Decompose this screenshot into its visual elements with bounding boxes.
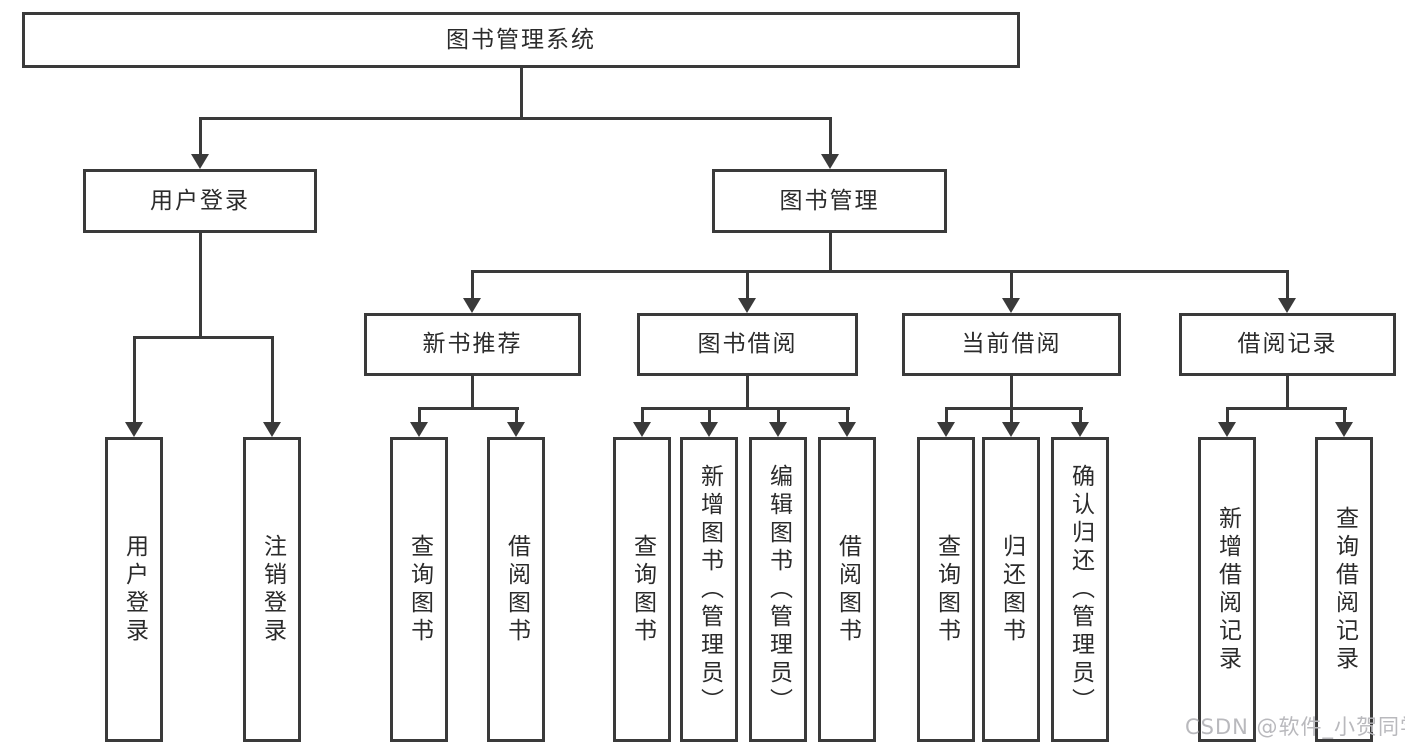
arrow-down-icon	[1071, 422, 1089, 437]
connector-rail-book-borrow	[641, 407, 850, 410]
leaf-label: 归还图书	[998, 533, 1025, 646]
node-label: 图书管理	[779, 187, 880, 214]
connector-drop	[641, 407, 644, 423]
arrow-down-icon	[937, 422, 955, 437]
connector-drop	[471, 270, 474, 299]
connector-drop	[1010, 270, 1013, 299]
connector-drop	[271, 336, 274, 423]
leaf-label: 编辑图书（管理员）	[765, 463, 792, 716]
leaf-label: 借阅图书	[834, 533, 861, 646]
leaf-label: 查询图书	[629, 533, 656, 646]
node-label: 当前借阅	[961, 331, 1062, 357]
arrow-down-icon	[1335, 422, 1353, 437]
connector-rail-level3	[471, 270, 1289, 273]
leaf-label: 新增借阅记录	[1214, 505, 1241, 674]
node-current-borrow: 当前借阅	[902, 313, 1121, 376]
connector-drop	[777, 407, 780, 423]
arrow-down-icon	[769, 422, 787, 437]
connector-rail-level2	[199, 117, 832, 120]
arrow-down-icon	[507, 422, 525, 437]
connector-root-stem	[520, 68, 523, 120]
connector-drop	[945, 407, 948, 423]
leaf-add-books-admin: 新增图书（管理员）	[680, 437, 738, 742]
leaf-user-login: 用户登录	[105, 437, 163, 742]
arrow-down-icon	[463, 298, 481, 313]
connector-current-borrow-stem	[1010, 376, 1013, 410]
arrow-down-icon	[125, 422, 143, 437]
connector-drop	[1226, 407, 1229, 423]
watermark: CSDN @软件_小贺同学	[1185, 715, 1405, 739]
leaf-query-books-current: 查询图书	[917, 437, 975, 742]
connector-drop	[846, 407, 849, 423]
arrow-down-icon	[1218, 422, 1236, 437]
arrow-down-icon	[1002, 298, 1020, 313]
leaf-return-books: 归还图书	[982, 437, 1040, 742]
node-label: 图书借阅	[697, 331, 798, 357]
connector-drop	[1079, 407, 1082, 423]
connector-rail-user-login	[133, 336, 274, 339]
connector-drop	[1286, 270, 1289, 299]
node-user-login: 用户登录	[83, 169, 317, 233]
leaf-borrow-books: 借阅图书	[818, 437, 876, 742]
node-root: 图书管理系统	[22, 12, 1020, 68]
connector-book-management-stem	[829, 233, 832, 273]
connector-borrow-records-stem	[1286, 376, 1289, 410]
connector-drop-book-management	[829, 117, 832, 155]
leaf-label: 确认归还（管理员）	[1067, 463, 1094, 716]
connector-drop	[746, 270, 749, 299]
node-borrow-records: 借阅记录	[1179, 313, 1396, 376]
leaf-label: 借阅图书	[503, 533, 530, 646]
leaf-label: 用户登录	[121, 533, 148, 646]
arrow-down-icon	[410, 422, 428, 437]
connector-user-login-stem	[199, 233, 202, 339]
leaf-query-books-recommend: 查询图书	[390, 437, 448, 742]
node-root-label: 图书管理系统	[446, 26, 596, 53]
leaf-edit-books-admin: 编辑图书（管理员）	[749, 437, 807, 742]
arrow-down-icon	[633, 422, 651, 437]
arrow-down-icon	[263, 422, 281, 437]
connector-drop	[1343, 407, 1346, 423]
connector-drop	[1010, 407, 1013, 423]
leaf-label: 查询图书	[406, 533, 433, 646]
leaf-query-borrow-record: 查询借阅记录	[1315, 437, 1373, 742]
connector-drop-user-login	[199, 117, 202, 155]
node-new-book-recommend: 新书推荐	[364, 313, 581, 376]
node-book-borrow: 图书借阅	[637, 313, 858, 376]
node-label: 新书推荐	[422, 331, 523, 357]
arrow-down-icon	[191, 154, 209, 169]
leaf-label: 查询图书	[933, 533, 960, 646]
leaf-label: 新增图书（管理员）	[696, 463, 723, 716]
connector-rail-borrow-records	[1226, 407, 1347, 410]
node-label: 用户登录	[150, 187, 250, 214]
connector-drop	[515, 407, 518, 423]
node-label: 借阅记录	[1237, 331, 1338, 357]
arrow-down-icon	[821, 154, 839, 169]
leaf-add-borrow-record: 新增借阅记录	[1198, 437, 1256, 742]
arrow-down-icon	[1278, 298, 1296, 313]
connector-drop	[133, 336, 136, 423]
connector-new-book-stem	[471, 376, 474, 410]
leaf-query-books-borrow: 查询图书	[613, 437, 671, 742]
arrow-down-icon	[700, 422, 718, 437]
arrow-down-icon	[838, 422, 856, 437]
leaf-confirm-return-admin: 确认归还（管理员）	[1051, 437, 1109, 742]
leaf-borrow-books-recommend: 借阅图书	[487, 437, 545, 742]
connector-drop	[708, 407, 711, 423]
leaf-logout: 注销登录	[243, 437, 301, 742]
connector-book-borrow-stem	[746, 376, 749, 410]
leaf-label: 注销登录	[259, 533, 286, 646]
arrow-down-icon	[1002, 422, 1020, 437]
connector-drop	[418, 407, 421, 423]
arrow-down-icon	[738, 298, 756, 313]
connector-rail-new-book	[418, 407, 519, 410]
connector-rail-current-borrow	[945, 407, 1083, 410]
node-book-management: 图书管理	[712, 169, 947, 233]
leaf-label: 查询借阅记录	[1331, 505, 1358, 674]
